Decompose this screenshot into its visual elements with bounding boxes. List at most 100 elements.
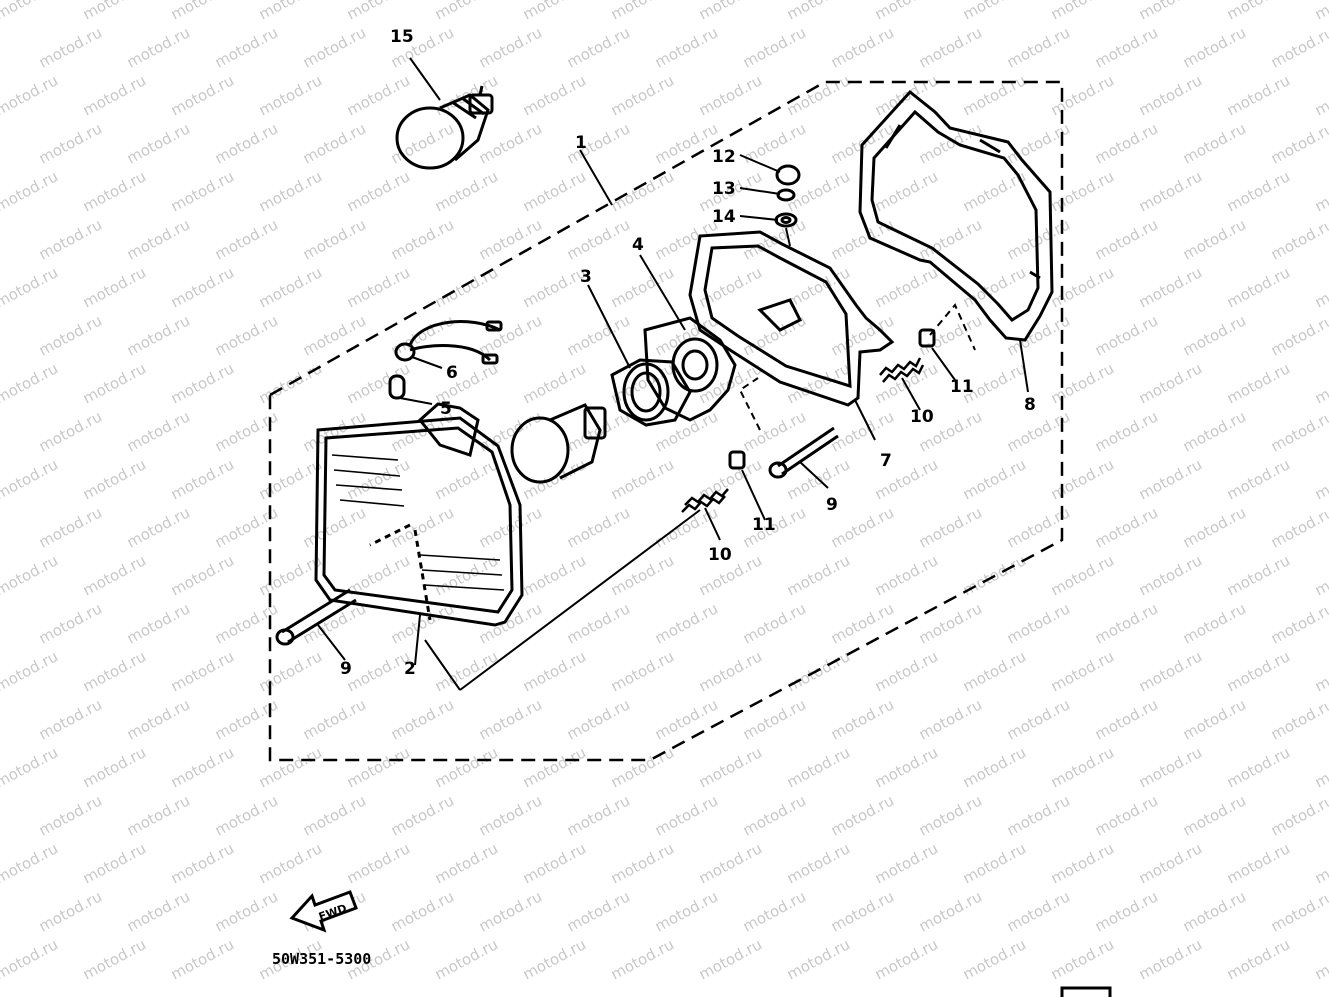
watermark-text: motod.ru — [520, 743, 589, 791]
watermark-text: motod.ru — [300, 215, 369, 263]
watermark-text: motod.ru — [168, 935, 237, 983]
watermark-text: motod.ru — [1268, 407, 1329, 455]
watermark-text: motod.ru — [916, 311, 985, 359]
callout-1: 1 — [575, 133, 587, 153]
watermark-text: motod.ru — [520, 935, 589, 983]
watermark-text: motod.ru — [1136, 71, 1205, 119]
watermark-text: motod.ru — [476, 887, 545, 935]
watermark-text: motod.ru — [608, 263, 677, 311]
watermark-text: motod.ru — [124, 311, 193, 359]
watermark-text: motod.ru — [1092, 599, 1161, 647]
watermark-text: motod.ru — [916, 887, 985, 935]
watermark-text: motod.ru — [300, 119, 369, 167]
watermark-text: motod.ru — [300, 503, 369, 551]
watermark-text: motod.ru — [564, 599, 633, 647]
watermark-text: motod.ru — [916, 23, 985, 71]
watermark-text: motod.ru — [916, 215, 985, 263]
watermark-text: motod.ru — [124, 695, 193, 743]
watermark-text: motod.ru — [872, 167, 941, 215]
position-bulb-5-drawing — [388, 374, 406, 400]
watermark-text: motod.ru — [564, 503, 633, 551]
watermark-text: motod.ru — [388, 215, 457, 263]
watermark-text: motod.ru — [124, 23, 193, 71]
watermark-text: motod.ru — [916, 695, 985, 743]
watermark-text: motod.ru — [1268, 887, 1329, 935]
watermark-text: motod.ru — [1224, 839, 1293, 887]
watermark-text: motod.ru — [1092, 23, 1161, 71]
watermark-text: motod.ru — [1224, 455, 1293, 503]
watermark-text: motod.ru — [1180, 119, 1249, 167]
callout-10-lower: 10 — [708, 545, 732, 565]
watermark-text: motod.ru — [1312, 359, 1329, 407]
watermark-text: motod.ru — [696, 647, 765, 695]
watermark-text: motod.ru — [1180, 407, 1249, 455]
watermark-text: motod.ru — [124, 119, 193, 167]
leader-lines — [317, 57, 1029, 691]
watermark-text: motod.ru — [168, 263, 237, 311]
watermark-text: motod.ru — [1312, 647, 1329, 695]
watermark-text: motod.ru — [828, 599, 897, 647]
watermark-text: motod.ru — [1180, 215, 1249, 263]
watermark-text: motod.ru — [36, 311, 105, 359]
watermark-text: motod.ru — [1312, 455, 1329, 503]
watermark-text: motod.ru — [1312, 71, 1329, 119]
watermark-text: motod.ru — [0, 743, 61, 791]
watermark-text: motod.ru — [1268, 215, 1329, 263]
watermark-text: motod.ru — [608, 551, 677, 599]
watermark-text: motod.ru — [1004, 887, 1073, 935]
watermark-text: motod.ru — [80, 647, 149, 695]
watermark-text: motod.ru — [388, 695, 457, 743]
callout-15: 15 — [390, 27, 414, 47]
watermark-text: motod.ru — [36, 23, 105, 71]
watermark-text: motod.ru — [696, 743, 765, 791]
watermark-text: motod.ru — [1268, 119, 1329, 167]
watermark-text: motod.ru — [0, 359, 61, 407]
watermark-text: motod.ru — [1048, 647, 1117, 695]
watermark-text: motod.ru — [652, 599, 721, 647]
watermark-text: motod.ru — [476, 791, 545, 839]
watermark-text: motod.ru — [1048, 743, 1117, 791]
watermark-text: motod.ru — [608, 839, 677, 887]
watermark-text: motod.ru — [300, 407, 369, 455]
watermark-text: motod.ru — [388, 503, 457, 551]
watermark-text: motod.ru — [0, 455, 61, 503]
watermark-text: motod.ru — [652, 23, 721, 71]
watermark-text: motod.ru — [784, 551, 853, 599]
watermark-text: motod.ru — [652, 119, 721, 167]
watermark-text: motod.ru — [608, 455, 677, 503]
watermark-text: motod.ru — [1048, 935, 1117, 983]
watermark-text: motod.ru — [520, 647, 589, 695]
watermark-text: motod.ru — [256, 647, 325, 695]
watermark-text: motod.ru — [1092, 119, 1161, 167]
callout-9-right: 9 — [826, 495, 838, 515]
callout-14: 14 — [712, 207, 736, 227]
watermark-text: motod.ru — [1312, 0, 1329, 24]
watermark-text: motod.ru — [1092, 791, 1161, 839]
watermark-text: motod.ru — [520, 839, 589, 887]
screw-9-drawing — [275, 426, 839, 646]
watermark-text: motod.ru — [784, 0, 853, 24]
watermark-text: motod.ru — [784, 167, 853, 215]
spring-10-drawing — [681, 357, 925, 513]
watermark-text: motod.ru — [300, 791, 369, 839]
watermark-text: motod.ru — [212, 311, 281, 359]
watermark-text: motod.ru — [36, 215, 105, 263]
callout-3: 3 — [580, 267, 592, 287]
watermark-text: motod.ru — [0, 167, 61, 215]
watermark-text: motod.ru — [1224, 167, 1293, 215]
watermark-text: motod.ru — [1004, 791, 1073, 839]
watermark-text: motod.ru — [168, 0, 237, 24]
watermark-text: motod.ru — [1136, 359, 1205, 407]
watermark-text: motod.ru — [212, 215, 281, 263]
watermark-text: motod.ru — [828, 23, 897, 71]
watermark-text: motod.ru — [520, 359, 589, 407]
watermark-text: motod.ru — [256, 167, 325, 215]
watermark-text: motod.ru — [80, 743, 149, 791]
watermark-text: motod.ru — [828, 695, 897, 743]
callout-10-upper: 10 — [910, 407, 934, 427]
watermark-text: motod.ru — [740, 791, 809, 839]
watermark-text: motod.ru — [168, 167, 237, 215]
watermark-text: motod.ru — [564, 887, 633, 935]
watermark-text: motod.ru — [1048, 551, 1117, 599]
watermark-text: motod.ru — [696, 0, 765, 24]
